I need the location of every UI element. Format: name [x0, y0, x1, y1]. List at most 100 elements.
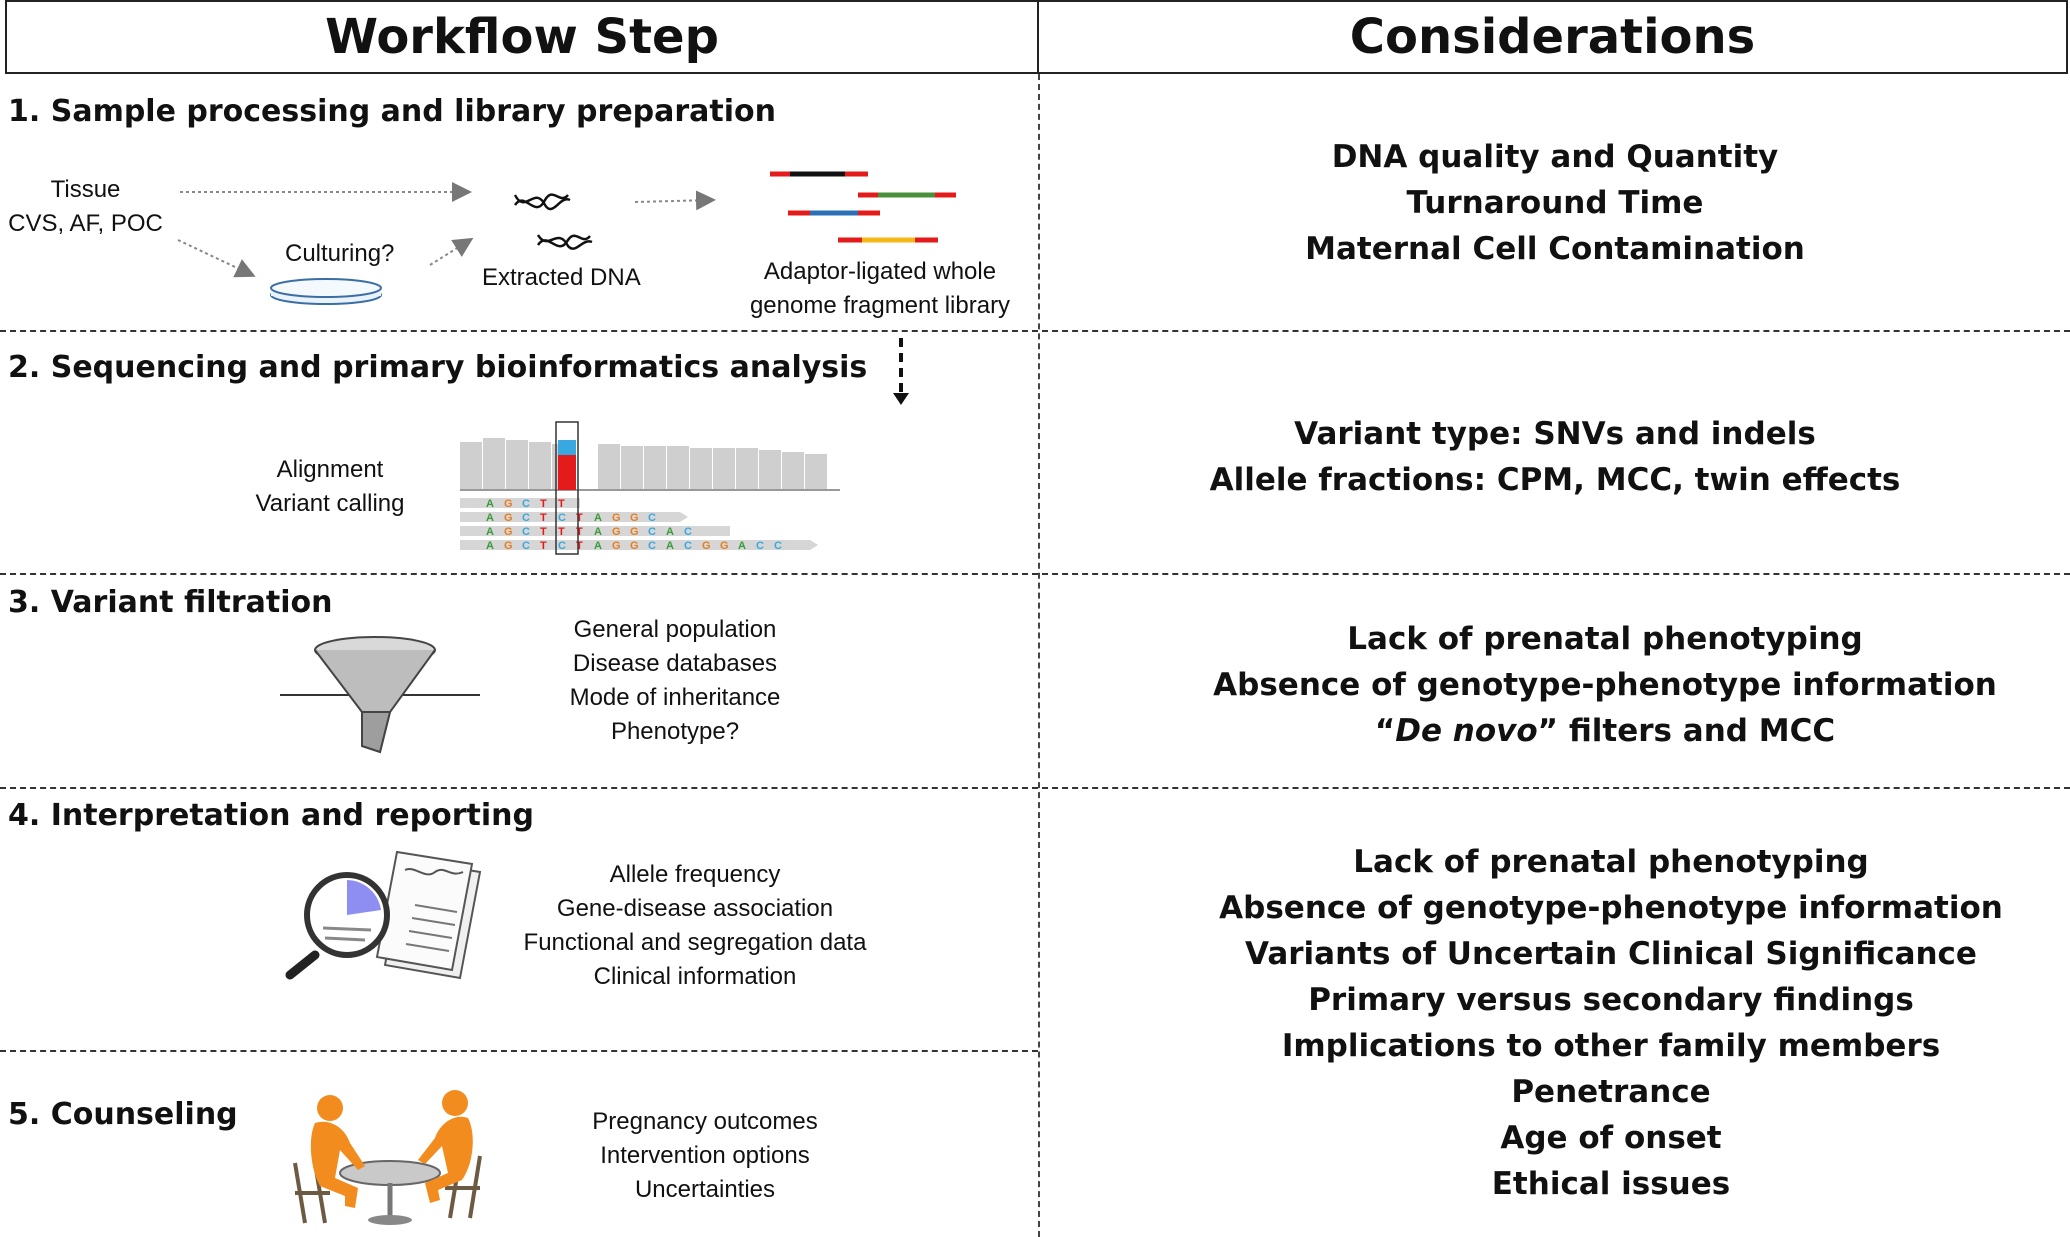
consideration: Variants of Uncertain Clinical Significa…	[1245, 936, 1977, 972]
row-divider-4	[0, 1050, 1038, 1052]
svg-text:G: G	[612, 512, 621, 524]
report-paper	[375, 850, 482, 980]
interpretation-items: Allele frequency Gene-disease associatio…	[505, 858, 885, 994]
svg-text:C: C	[648, 526, 656, 538]
filtration-item: Disease databases	[572, 650, 778, 677]
svg-text:A: A	[486, 526, 494, 538]
svg-text:T: T	[558, 526, 565, 538]
svg-text:C: C	[648, 540, 656, 552]
svg-text:G: G	[504, 526, 513, 538]
denovo-italic: De novo	[1395, 713, 1538, 749]
read-bars	[460, 498, 818, 550]
consideration: Primary versus secondary findings	[1308, 982, 1914, 1018]
svg-text:G: G	[630, 512, 639, 524]
svg-text:A: A	[738, 540, 746, 552]
magnifier	[285, 872, 390, 980]
consideration: Allele fractions: CPM, MCC, twin effects	[1209, 462, 1901, 498]
consideration: DNA quality and Quantity	[1331, 139, 1779, 175]
svg-text:C: C	[684, 540, 692, 552]
svg-text:G: G	[504, 540, 513, 552]
svg-text:G: G	[720, 540, 729, 552]
svg-text:C: C	[558, 540, 566, 552]
svg-text:A: A	[666, 540, 674, 552]
step-2-title: 2. Sequencing and primary bioinformatics…	[8, 350, 868, 385]
svg-text:G: G	[612, 540, 621, 552]
alignment-line2: Variant calling	[255, 490, 405, 517]
table	[339, 1160, 441, 1225]
consideration: Age of onset	[1500, 1120, 1722, 1156]
svg-text:A: A	[594, 540, 602, 552]
header-workflow-step-text: Workflow Step	[325, 9, 719, 65]
consideration: Ethical issues	[1491, 1166, 1731, 1202]
svg-text:A: A	[486, 512, 494, 524]
consideration: Absence of genotype-phenotype informatio…	[1219, 890, 2003, 926]
svg-text:T: T	[540, 512, 547, 524]
variant-column-bar	[558, 440, 576, 490]
svg-text:T: T	[540, 498, 547, 510]
culturing-label: Culturing?	[285, 240, 395, 267]
svg-text:G: G	[504, 498, 513, 510]
step-5-title: 5. Counseling	[8, 1097, 238, 1132]
svg-text:G: G	[630, 526, 639, 538]
svg-text:C: C	[756, 540, 764, 552]
considerations-step-3: Lack of prenatal phenotyping Absence of …	[1090, 616, 2070, 754]
petri-dish-icon	[270, 278, 382, 305]
step1-illustration	[177, 171, 956, 405]
consideration: Lack of prenatal phenotyping	[1353, 844, 1869, 880]
library-label: Adaptor-ligated whole genome fragment li…	[730, 255, 1030, 323]
header-workflow-step: Workflow Step	[5, 0, 1039, 74]
interpretation-item: Allele frequency	[609, 861, 781, 888]
svg-text:C: C	[684, 526, 692, 538]
interpretation-item: Functional and segregation data	[523, 929, 867, 956]
svg-text:C: C	[558, 512, 566, 524]
svg-text:A: A	[594, 512, 602, 524]
consideration: Turnaround Time	[1406, 185, 1704, 221]
step-1-title: 1. Sample processing and library prepara…	[8, 94, 777, 129]
tissue-line2: CVS, AF, POC	[8, 210, 163, 237]
filtration-item: Mode of inheritance	[569, 684, 781, 711]
svg-text:A: A	[486, 498, 494, 510]
considerations-step-4: Lack of prenatal phenotyping Absence of …	[1096, 839, 2070, 1207]
interpretation-item: Gene-disease association	[556, 895, 834, 922]
consideration: Implications to other family members	[1281, 1028, 1941, 1064]
consideration: Variant type: SNVs and indels	[1294, 416, 1816, 452]
extracted-dna-label: Extracted DNA	[482, 264, 641, 291]
svg-text:T: T	[576, 512, 583, 524]
alignment-label: Alignment Variant calling	[240, 453, 420, 521]
alignment-line1: Alignment	[276, 456, 384, 483]
row-divider-1	[0, 330, 2070, 332]
svg-text:C: C	[522, 526, 530, 538]
filtration-items: General population Disease databases Mod…	[540, 613, 810, 749]
counseling-item: Uncertainties	[634, 1176, 776, 1203]
svg-text:C: C	[648, 512, 656, 524]
consideration: Penetrance	[1511, 1074, 1711, 1110]
svg-text:C: C	[522, 540, 530, 552]
person-left	[310, 1095, 365, 1208]
magnifier-report-icon	[285, 850, 482, 980]
arrow-to-sequencing	[893, 338, 909, 405]
svg-text:C: C	[522, 498, 530, 510]
counseling-item: Pregnancy outcomes	[592, 1108, 818, 1135]
considerations-step-1: DNA quality and Quantity Turnaround Time…	[1040, 134, 2070, 272]
denovo-quote-open: “	[1374, 713, 1396, 749]
svg-text:T: T	[558, 498, 565, 510]
svg-text:G: G	[630, 540, 639, 552]
counseling-icon	[293, 1090, 482, 1225]
counseling-item: Intervention options	[600, 1142, 810, 1169]
svg-text:G: G	[504, 512, 513, 524]
tissue-line1: Tissue	[50, 176, 121, 203]
library-line2: genome fragment library	[749, 292, 1011, 319]
svg-text:G: G	[612, 526, 621, 538]
library-fragments-icon	[770, 171, 956, 243]
denovo-rest: ” filters and MCC	[1537, 713, 1836, 749]
consideration: Absence of genotype-phenotype informatio…	[1213, 667, 1997, 703]
consideration-denovo: “De novo” filters and MCC	[1090, 708, 2070, 754]
svg-text:C: C	[522, 512, 530, 524]
coverage-histogram	[460, 438, 840, 491]
interpretation-item: Clinical information	[593, 963, 797, 990]
header-considerations-text: Considerations	[1349, 9, 1756, 65]
header-considerations: Considerations	[1037, 0, 2068, 74]
considerations-step-2: Variant type: SNVs and indels Allele fra…	[1040, 411, 2070, 503]
row-divider-2	[0, 573, 2070, 575]
